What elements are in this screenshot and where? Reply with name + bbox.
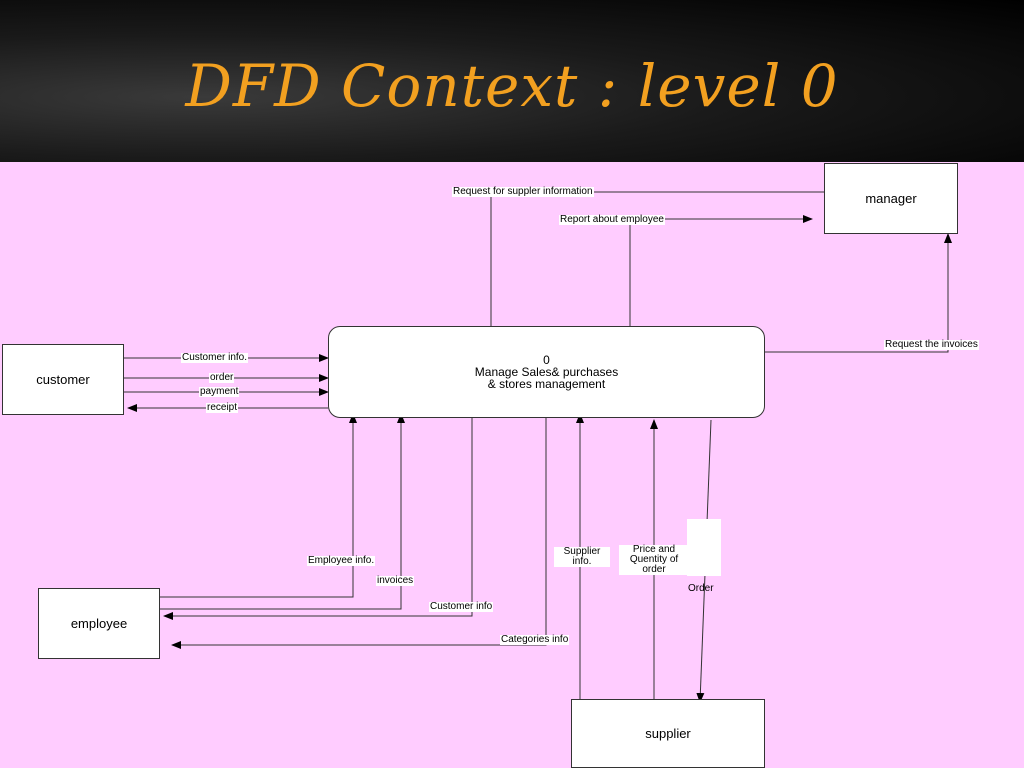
entity-manager: manager	[824, 163, 958, 234]
flow-label-categories-info: Categories info	[500, 634, 570, 645]
process-0: 0 Manage Sales& purchases & stores manag…	[328, 326, 765, 418]
flow-label-customer-info-out: Customer info	[429, 601, 494, 612]
entity-manager-label: manager	[865, 191, 917, 206]
flow-categories-info	[171, 418, 547, 649]
flow-employee-info	[160, 413, 357, 598]
flow-label-order: order	[209, 372, 235, 383]
flow-label-employee-info: Employee info.	[307, 555, 376, 566]
flow-label-order-box	[687, 519, 721, 576]
flow-label-price-quantity: Price and Quentity of order	[619, 545, 689, 575]
entity-customer-label: customer	[36, 372, 90, 387]
flow-request-supplier-info	[490, 188, 837, 326]
flow-label-order-out: Order	[688, 583, 714, 594]
flow-label-supplier-info: Supplier info.	[554, 547, 610, 567]
flow-label-receipt: receipt	[206, 402, 239, 413]
flow-label-payment: payment	[199, 386, 240, 397]
slide-header	[0, 0, 1024, 162]
process-name-line2: & stores management	[487, 377, 606, 391]
flow-label-request-supplier-info: Request for suppler information	[452, 186, 594, 197]
flow-report-employee	[629, 215, 813, 326]
flow-label-request-invoices: Request the invoices	[884, 339, 979, 350]
flow-request-invoices	[765, 233, 952, 353]
entity-supplier-label: supplier	[645, 726, 691, 741]
entity-supplier: supplier	[571, 699, 765, 768]
flow-label-customer-info: Customer info.	[181, 352, 249, 363]
entity-employee-label: employee	[70, 616, 128, 631]
flow-customer-info-out	[163, 418, 473, 620]
slide-title: DFD Context : level 0	[185, 52, 839, 120]
flow-label-report-employee: Report about employee	[559, 214, 665, 225]
process-number: 0	[543, 353, 550, 367]
flow-label-invoices: invoices	[376, 575, 415, 586]
entity-employee: employee	[38, 588, 160, 659]
flow-invoices	[160, 413, 405, 610]
entity-customer: customer	[2, 344, 124, 415]
diagram-canvas	[0, 162, 1024, 768]
process-name-line1: Manage Sales& purchases	[474, 365, 619, 379]
